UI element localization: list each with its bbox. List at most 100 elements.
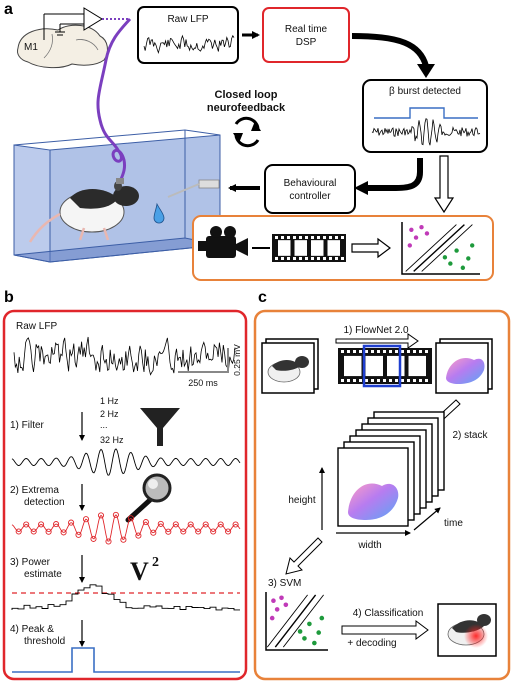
extremum-marker [15, 528, 22, 535]
film-perforation [353, 350, 356, 353]
film-perforation [371, 350, 374, 353]
extremum-marker [82, 516, 90, 523]
svm-point-class-b [312, 640, 317, 646]
film-perforation [425, 350, 428, 353]
film-perforation [377, 350, 380, 353]
panel-b-frame [2, 309, 248, 681]
film-perforation [305, 257, 308, 260]
panel-a-letter: a [4, 1, 13, 18]
optical-flow-frame [435, 338, 493, 394]
step2-line2: detection [24, 497, 65, 508]
film-perforation [287, 257, 290, 260]
extremum-marker [157, 520, 164, 527]
film-perforation [341, 379, 344, 382]
height-label: height [288, 495, 315, 506]
power-symbol: V [130, 557, 149, 586]
film-perforation [359, 379, 362, 382]
raw-lfp-trace [143, 34, 235, 55]
film-strip-icon [272, 234, 346, 262]
film-perforation [317, 236, 320, 239]
amplifier-icon [43, 7, 128, 40]
svm-boundary [405, 224, 457, 272]
arrow-dsp-to-beta [351, 33, 429, 67]
time-axis-arrow [413, 507, 441, 531]
extremum-marker [217, 521, 224, 528]
film-perforation [323, 236, 326, 239]
film-frame [387, 355, 405, 377]
svm-point-class-a [279, 595, 284, 601]
svm-point-class-a [409, 227, 414, 232]
film-perforation [323, 257, 326, 260]
extremum-marker [23, 521, 30, 528]
svm-boundary [413, 224, 465, 272]
arrow-beta-to-controller-head [354, 181, 368, 195]
film-perforation [425, 379, 428, 382]
extremum-marker [112, 511, 119, 518]
water-drop-icon [153, 202, 165, 224]
freq-32hz: 32 Hz [100, 435, 124, 445]
svm-label: 3) SVM [268, 578, 301, 589]
film-perforation [311, 236, 314, 239]
svm-plot-small [401, 222, 480, 275]
panel-c-letter: c [258, 289, 267, 306]
svm-boundary [282, 594, 324, 648]
film-frame [344, 355, 362, 377]
behavioural-line1: Behavioural [284, 178, 337, 189]
film-frame [278, 240, 291, 256]
extremum-marker [75, 531, 82, 538]
extremum-marker [172, 521, 179, 528]
extremum-marker [150, 529, 157, 536]
m1-label: M1 [24, 42, 38, 53]
film-perforation [347, 379, 350, 382]
decoding-label: + decoding [347, 638, 396, 649]
extremum-marker [195, 528, 202, 535]
decoded-result-frame [437, 603, 497, 657]
film-frame [365, 355, 383, 377]
film-perforation [305, 236, 308, 239]
classification-label: 4) Classification [353, 608, 424, 619]
svm-axes [265, 592, 328, 651]
realtime-dsp-line1: Real time [285, 24, 328, 35]
film-perforation [317, 257, 320, 260]
film-perforation [311, 257, 314, 260]
hollow-arrow-beta-to-video [433, 155, 455, 214]
film-perforation [275, 257, 278, 260]
arrow-dsp-to-beta-head [417, 64, 435, 78]
film-perforation [407, 379, 410, 382]
extremum-marker [232, 521, 239, 528]
svm-point-class-a [407, 243, 412, 248]
svm-point-class-b [319, 615, 325, 621]
power-exponent: 2 [152, 555, 159, 570]
film-perforation [413, 379, 416, 382]
film-perforation [293, 257, 296, 260]
extremum-marker [165, 528, 172, 535]
extremum-marker [105, 538, 112, 545]
hollow-arrow-to-svm [285, 537, 323, 575]
film-perforation [419, 350, 422, 353]
film-perforation [347, 350, 350, 353]
film-perforation [359, 350, 362, 353]
step3-line2: estimate [24, 569, 62, 580]
svm-point-class-b [307, 621, 312, 627]
extremum-marker [135, 532, 142, 539]
film-perforation [299, 236, 302, 239]
behavioural-controller-box [264, 164, 356, 214]
film-perforation [401, 379, 404, 382]
svm-point-class-b [466, 256, 471, 261]
realtime-dsp-line2: DSP [296, 37, 317, 48]
film-perforation [341, 257, 344, 260]
film-frame [408, 355, 426, 377]
hollow-arrow-flownet [335, 333, 419, 349]
film-perforation [329, 257, 332, 260]
extremum-marker [38, 521, 45, 528]
closed-loop-line2: neurofeedback [207, 102, 286, 114]
extremum-marker [127, 515, 134, 522]
film-perforation [371, 379, 374, 382]
film-perforation [335, 236, 338, 239]
raw-lfp-label: Raw LFP [167, 14, 208, 25]
extremum-marker [68, 519, 75, 526]
film-perforation [377, 379, 380, 382]
detection-pulse [12, 647, 240, 673]
stack-label: 2) stack [452, 430, 488, 441]
flow-field-blob [348, 483, 399, 520]
